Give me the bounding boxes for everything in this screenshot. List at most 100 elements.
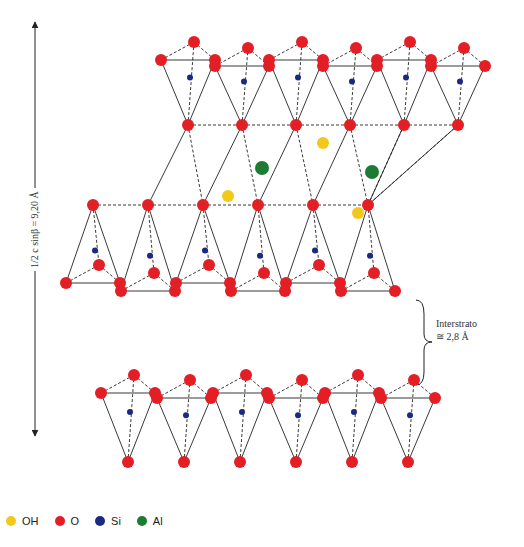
- legend-item: Al: [137, 515, 163, 527]
- oxygen-atom: [398, 119, 410, 131]
- aluminium-atom: [255, 161, 269, 175]
- bond-line: [296, 398, 323, 462]
- oxygen-atom: [335, 285, 347, 297]
- bond-line: [188, 125, 242, 126]
- silicon-atom: [295, 75, 301, 81]
- bond-line: [313, 205, 340, 283]
- silicon-atom: [457, 78, 463, 84]
- silicon-atom: [92, 248, 98, 254]
- oxygen-atom: [307, 199, 319, 211]
- oxygen-atom: [142, 199, 154, 211]
- bond-line: [101, 393, 128, 462]
- legend-text: OH: [22, 515, 39, 527]
- silicon-atom: [351, 409, 357, 415]
- oxygen-atom: [236, 119, 248, 131]
- bond-line: [215, 66, 269, 67]
- legend-text: Al: [153, 515, 163, 527]
- oxygen-atom: [234, 456, 246, 468]
- oxygen-atom: [258, 267, 270, 279]
- oxygen-atom: [368, 267, 380, 279]
- bond-line: [213, 393, 240, 462]
- bond-line: [242, 125, 258, 205]
- bond-line: [286, 205, 313, 283]
- bond-line: [431, 66, 485, 67]
- bond-line: [203, 205, 230, 283]
- bond-line: [93, 205, 99, 265]
- bond-line: [231, 291, 285, 292]
- oxygen-atom: [263, 54, 275, 66]
- legend-swatch: [6, 516, 16, 526]
- oxygen-atom: [188, 36, 200, 48]
- bond-line: [148, 205, 175, 291]
- oxygen-atom: [344, 119, 356, 131]
- oxygen-atom: [452, 119, 464, 131]
- legend-text: O: [71, 515, 80, 527]
- oxygen-atom: [225, 285, 237, 297]
- oxygen-atom: [178, 456, 190, 468]
- bond-line: [240, 393, 267, 462]
- oxygen-atom: [115, 285, 127, 297]
- silicon-atom: [349, 78, 355, 84]
- bond-line: [176, 283, 230, 284]
- bond-line: [121, 291, 175, 292]
- bond-line: [203, 125, 242, 205]
- legend-item: OH: [6, 515, 39, 527]
- bond-line: [296, 125, 350, 126]
- bond-line: [323, 66, 350, 125]
- oxygen-atom: [319, 387, 331, 399]
- oxygen-atom: [93, 259, 105, 271]
- bond-line: [377, 60, 431, 61]
- bond-line: [368, 125, 404, 205]
- oxygen-atom: [404, 36, 416, 48]
- silicon-atom: [312, 248, 318, 254]
- oxygen-atom: [290, 119, 302, 131]
- silicon-atom: [202, 248, 208, 254]
- oxygen-atom: [240, 369, 252, 381]
- bond-line: [240, 375, 246, 462]
- silicon-atom: [183, 412, 189, 418]
- bond-line: [128, 375, 134, 462]
- bond-line: [286, 283, 340, 284]
- oxygen-atom: [242, 42, 254, 54]
- bond-line: [368, 205, 395, 291]
- bond-line: [350, 125, 404, 126]
- oxygen-atom: [263, 392, 275, 404]
- oxygen-atom: [151, 392, 163, 404]
- oxygen-atom: [280, 277, 292, 289]
- oxygen-atom: [197, 199, 209, 211]
- bond-line: [350, 48, 356, 125]
- oxygen-atom: [209, 60, 221, 72]
- silicon-atom: [127, 409, 133, 415]
- bond-line: [313, 125, 350, 205]
- bond-line: [313, 205, 368, 206]
- bond-line: [93, 205, 148, 206]
- bond-line: [368, 125, 404, 205]
- bond-line: [66, 283, 120, 284]
- oxygen-atom: [252, 199, 264, 211]
- silicon-atom: [295, 412, 301, 418]
- bond-line: [368, 205, 374, 273]
- silicon-atom: [147, 253, 153, 259]
- bond-line: [325, 393, 379, 394]
- oxygen-atom: [479, 60, 491, 72]
- oxygen-atom: [371, 54, 383, 66]
- bond-line: [431, 66, 458, 125]
- aluminium-atom: [365, 165, 379, 179]
- hydroxyl-group: [317, 137, 329, 149]
- silicon-atom: [257, 253, 263, 259]
- bond-line: [148, 125, 188, 205]
- legend-swatch: [137, 516, 147, 526]
- bond-line: [269, 60, 323, 61]
- oxygen-atom: [362, 199, 374, 211]
- oxygen-atom: [350, 42, 362, 54]
- bond-line: [176, 205, 203, 283]
- bond-line: [258, 205, 285, 291]
- oxygen-atom: [128, 369, 140, 381]
- oxygen-atom: [95, 387, 107, 399]
- oxygen-atom: [170, 277, 182, 289]
- oxygen-atom: [203, 259, 215, 271]
- bond-line: [381, 398, 408, 462]
- bond-line: [404, 42, 410, 125]
- bond-line: [296, 125, 313, 205]
